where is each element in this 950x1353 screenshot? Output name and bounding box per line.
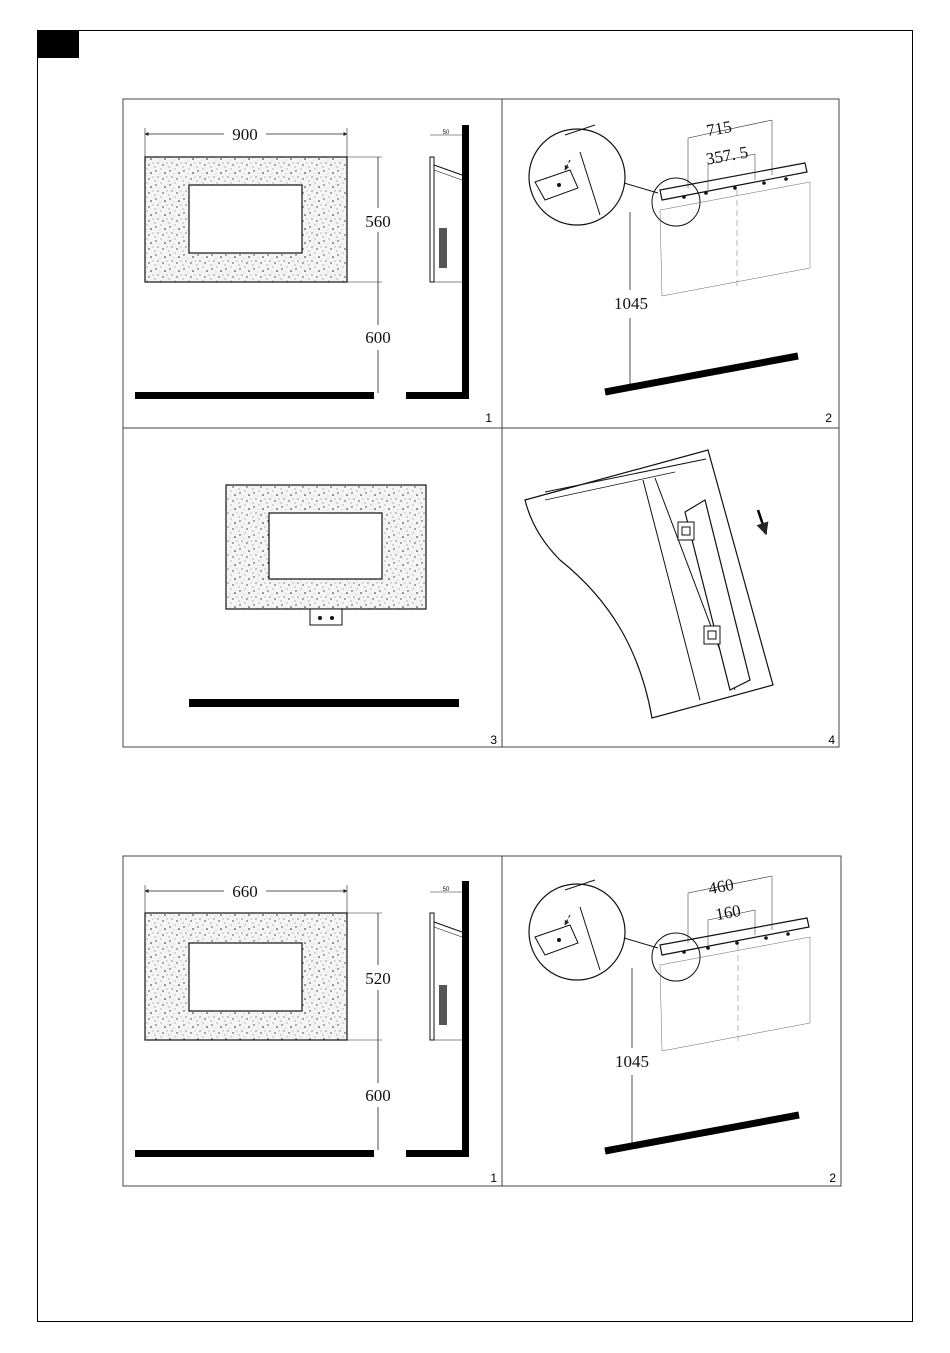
top-panel-3-mounted-view: 3 — [189, 485, 497, 747]
top-bracket-height: 1045 — [614, 294, 648, 313]
bottom-span-outer: 460 — [707, 875, 735, 898]
floor-line — [135, 392, 374, 399]
bottom-width-dimension: 660 — [232, 882, 258, 901]
bottom-panel-2-number: 2 — [829, 1171, 836, 1185]
top-floor-dimension: 600 — [365, 328, 391, 347]
bottom-height-dimension: 520 — [365, 969, 391, 988]
top-height-dimension: 560 — [365, 212, 391, 231]
bottom-floor-dimension: 600 — [365, 1086, 391, 1105]
bottom-panel-1-front-view: 660 520 600 50 1 — [135, 881, 497, 1185]
top-panel-1-front-view: 900 560 600 50 1 — [135, 125, 492, 425]
detail-magnifier — [529, 129, 625, 225]
wall-line — [462, 125, 469, 399]
bottom-figure: 660 520 600 50 1 — [123, 856, 841, 1186]
top-panel-2-bracket-view: 715 357. 5 1045 2 — [529, 117, 832, 425]
wall-bracket — [660, 163, 807, 200]
top-panel-4-hanging-view: 4 — [525, 450, 835, 747]
top-panel-3-number: 3 — [490, 733, 497, 747]
bottom-span-inner: 160 — [714, 901, 742, 924]
top-panel-2-number: 2 — [825, 411, 832, 425]
top-panel-1-number: 1 — [485, 411, 492, 425]
top-panel-4-number: 4 — [828, 733, 835, 747]
bottom-panel-2-bracket-view: 460 160 1045 2 — [529, 875, 836, 1185]
bottom-bracket-height: 1045 — [615, 1052, 649, 1071]
top-width-dimension: 900 — [232, 125, 258, 144]
top-span-outer: 715 — [705, 117, 733, 140]
bottom-panel-1-number: 1 — [490, 1171, 497, 1185]
top-figure: 900 560 600 50 1 — [123, 99, 839, 747]
top-side-dimension: 50 — [443, 130, 450, 136]
bottom-side-dimension: 50 — [443, 887, 450, 893]
top-span-inner: 357. 5 — [704, 143, 749, 169]
